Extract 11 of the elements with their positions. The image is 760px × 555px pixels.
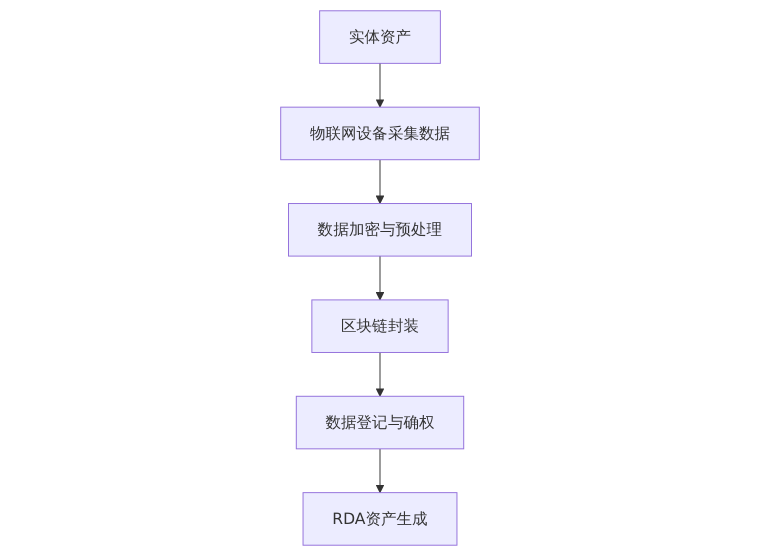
node-box: RDA资产生成 <box>302 492 458 546</box>
node-box: 物联网设备采集数据 <box>280 106 480 160</box>
node-box: 实体资产 <box>319 10 441 64</box>
arrow <box>376 158 384 204</box>
arrow <box>376 255 384 300</box>
node-box: 区块链封装 <box>311 298 449 352</box>
node-box: 数据加密与预处理 <box>288 202 472 256</box>
arrow <box>376 351 384 396</box>
node-box: 数据登记与确权 <box>296 395 464 449</box>
arrow <box>376 62 384 108</box>
arrow <box>376 448 384 493</box>
